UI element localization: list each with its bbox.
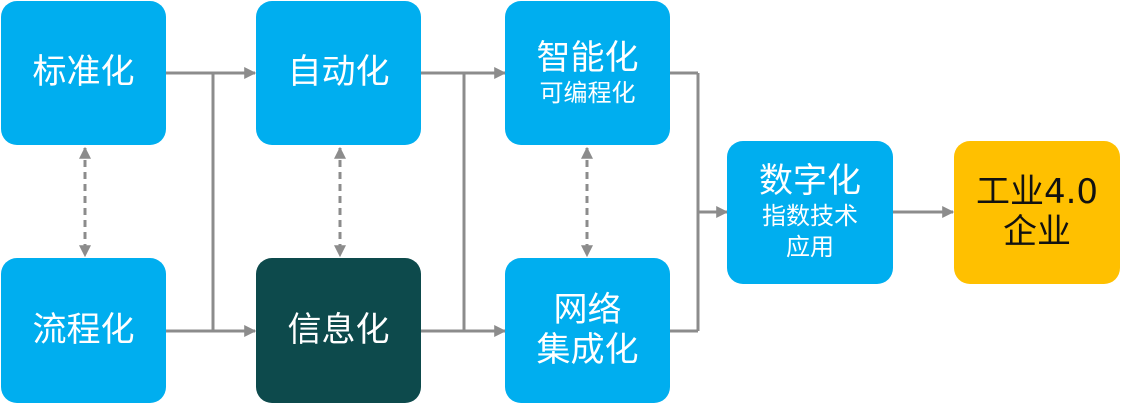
node-network-line1: 网络 [553,290,622,331]
node-industry40: 工业4.0 企业 [954,141,1120,284]
node-intelligence: 智能化 可编程化 [505,1,670,145]
node-digitalization-line2: 指数技术 [762,201,858,230]
node-automation: 自动化 [256,1,421,145]
node-standardization: 标准化 [1,1,166,145]
node-digitalization-line3: 应用 [786,233,834,262]
node-informatization-label: 信息化 [287,309,390,350]
node-industry40-line2: 企业 [1003,211,1071,252]
node-network-integration: 网络 集成化 [505,258,670,403]
node-process: 流程化 [1,258,166,403]
node-automation-label: 自动化 [287,52,390,93]
node-informatization: 信息化 [256,258,421,403]
node-intelligence-sublabel: 可编程化 [539,78,636,107]
node-standardization-label: 标准化 [32,52,135,93]
node-intelligence-label: 智能化 [536,37,639,78]
node-digitalization-label: 数字化 [759,160,861,201]
node-industry40-line1: 工业4.0 [975,172,1099,213]
node-network-line2: 集成化 [536,329,639,370]
node-process-label: 流程化 [32,309,135,350]
node-digitalization: 数字化 指数技术 应用 [727,141,893,284]
